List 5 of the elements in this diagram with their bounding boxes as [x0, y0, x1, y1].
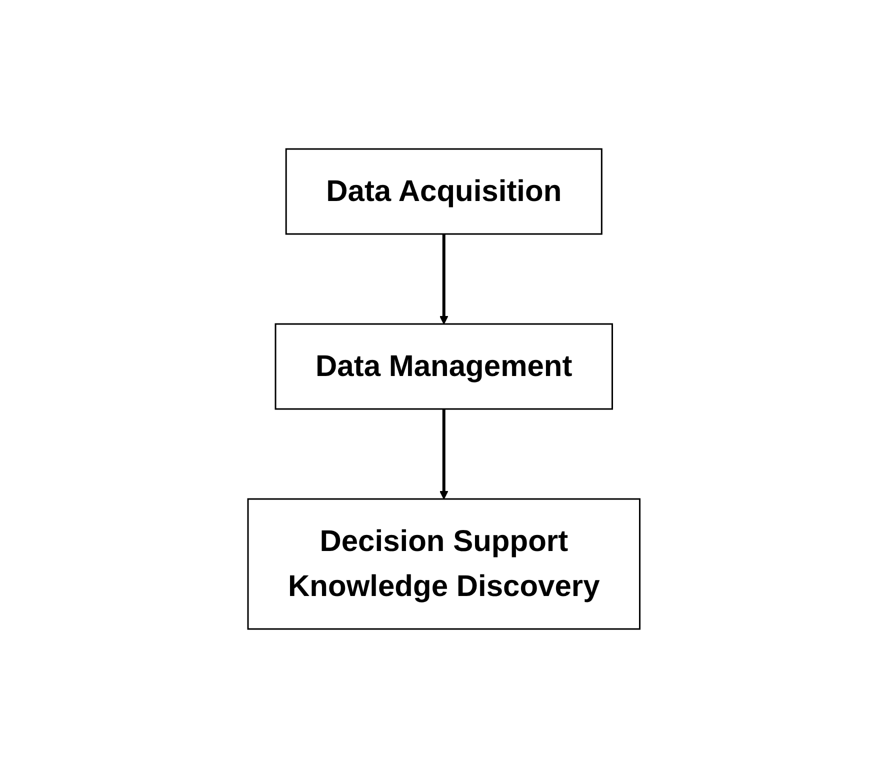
arrow: [440, 408, 448, 499]
node-box: Data Management: [274, 322, 614, 410]
arrow: [440, 234, 448, 324]
node-box: Decision Support Knowledge Discovery: [247, 498, 641, 630]
node-box: Data Acquisition: [285, 148, 603, 234]
